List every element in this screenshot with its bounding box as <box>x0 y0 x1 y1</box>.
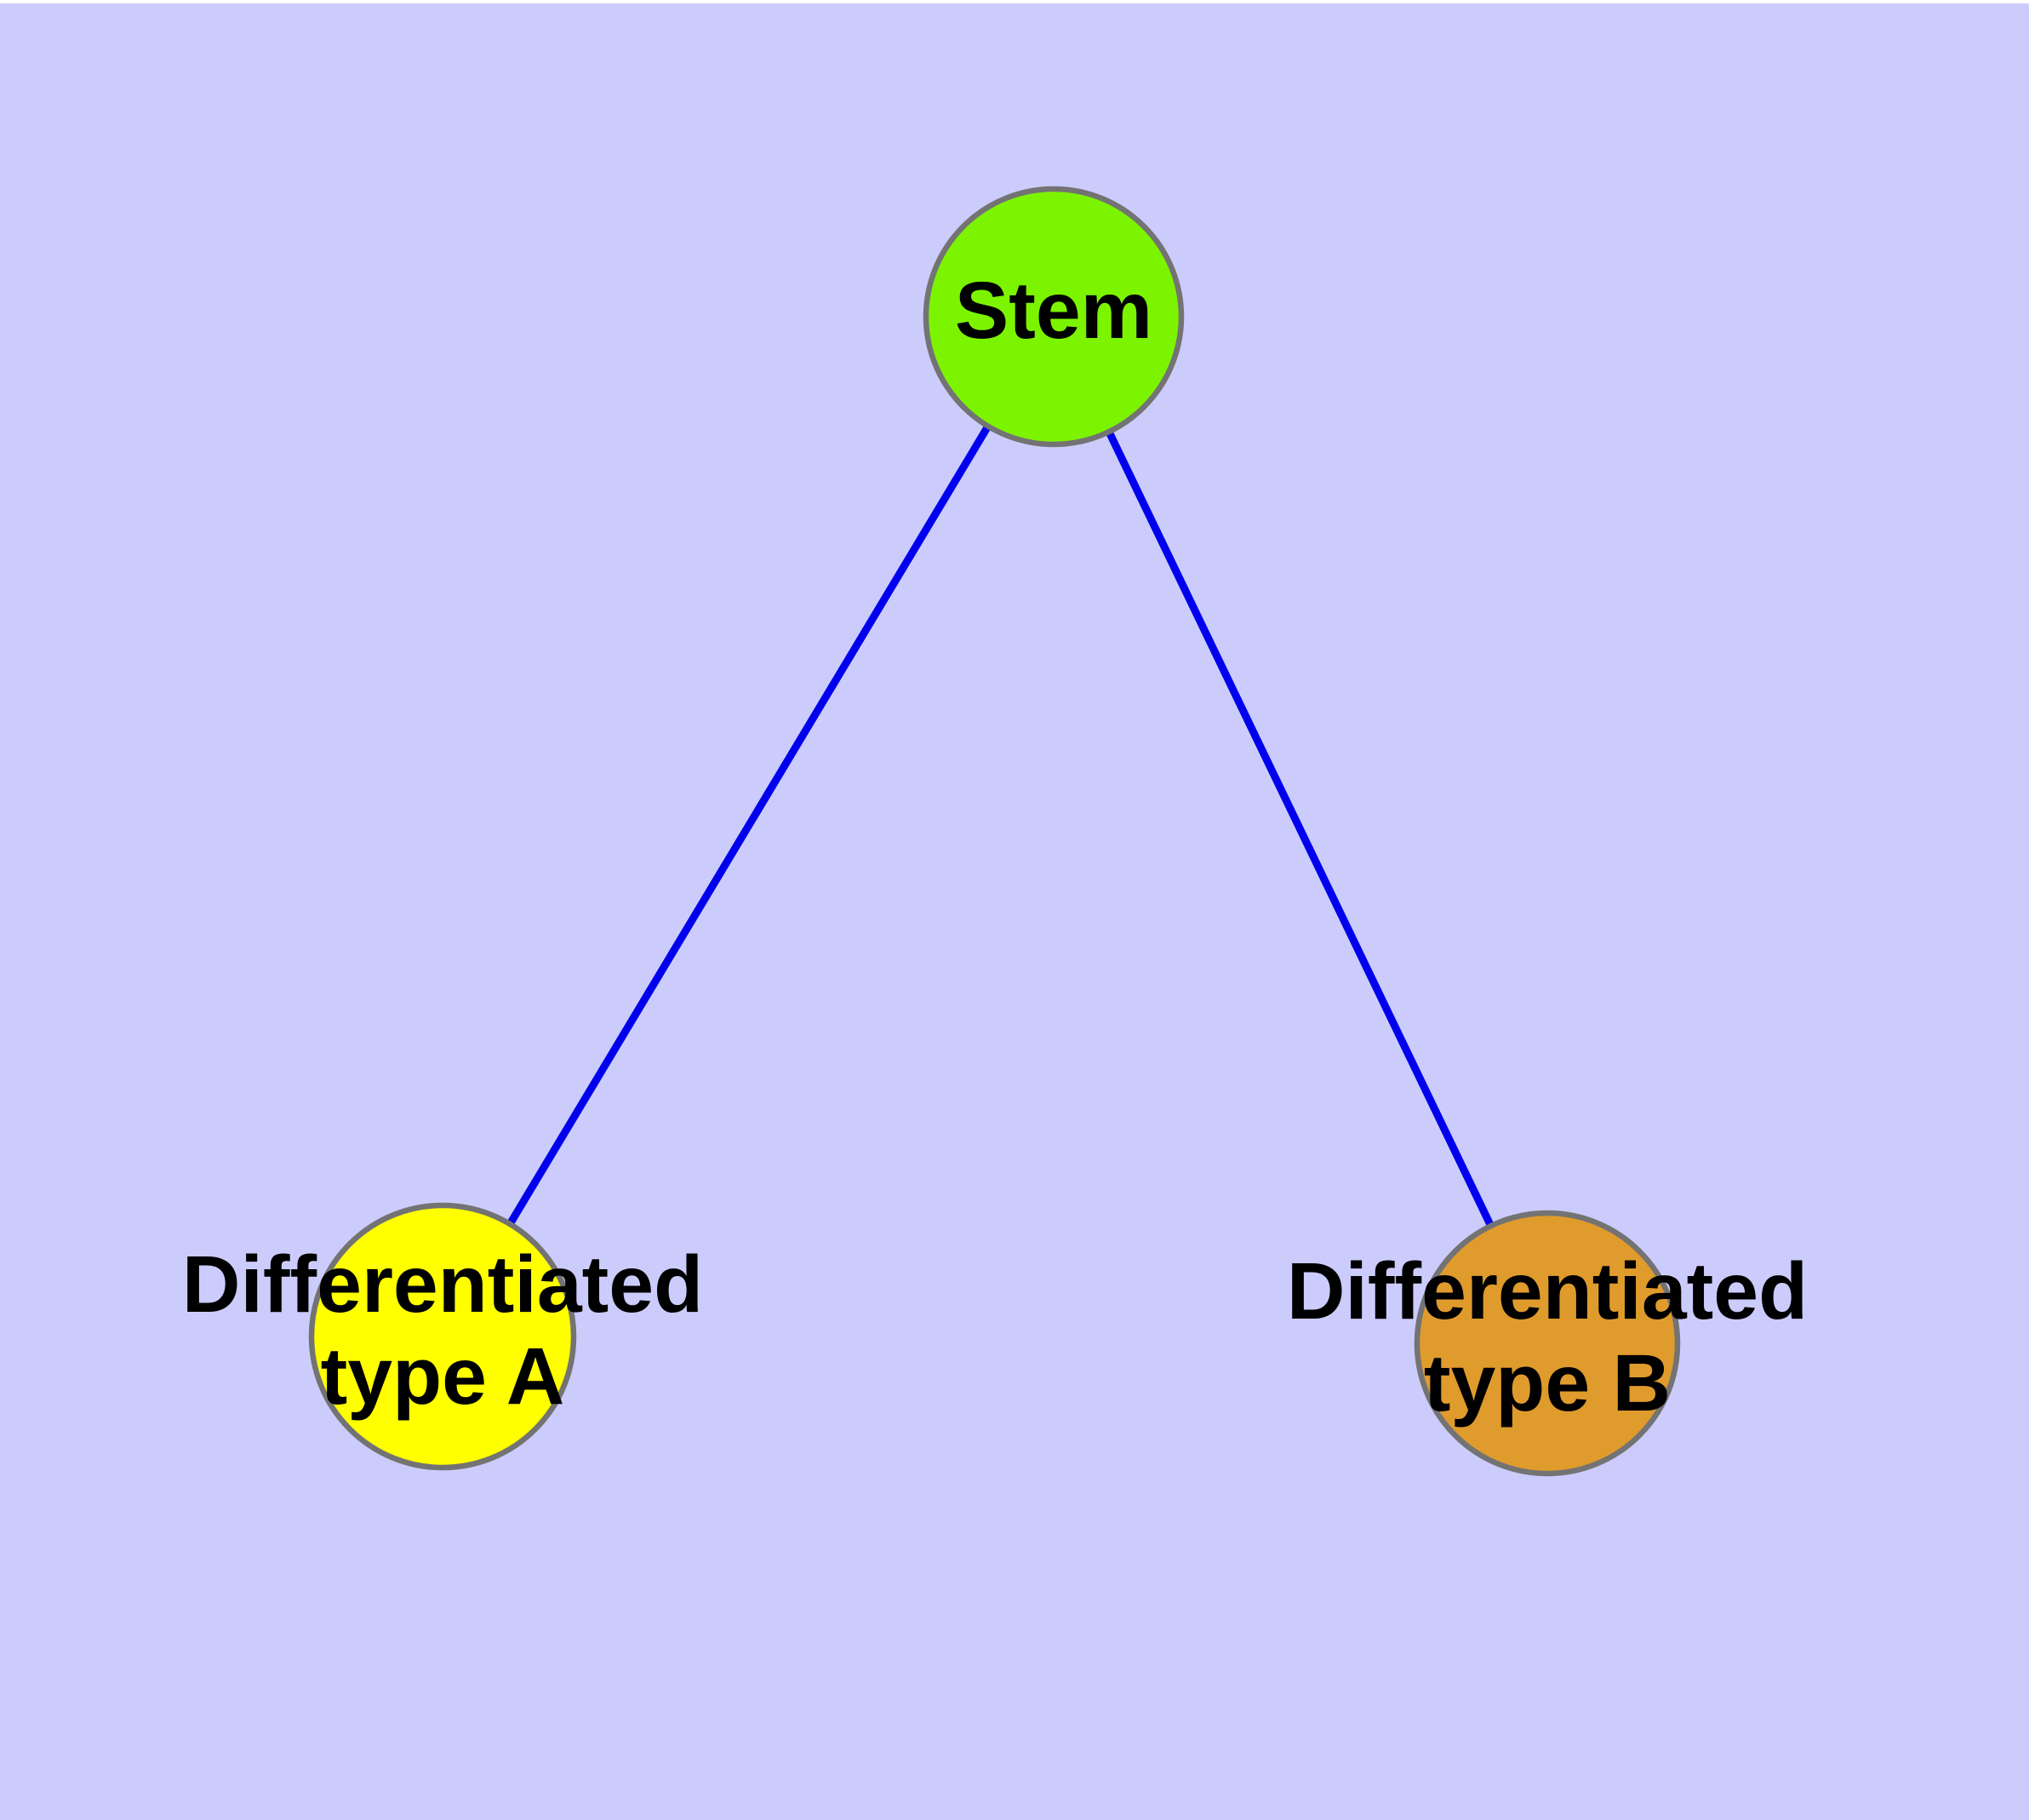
node-differentiated-type-a[interactable] <box>308 1202 577 1471</box>
node-label-line: Differentiated <box>182 1239 703 1330</box>
edge-stem-to-differentiated-type-a[interactable] <box>439 314 1057 1339</box>
node-label-line: Stem <box>955 266 1152 356</box>
node-circle-differentiated-type-a[interactable] <box>308 1202 577 1471</box>
node-label-line: type B <box>1424 1338 1671 1428</box>
node-label-stem: Stem <box>955 266 1152 356</box>
node-circle-differentiated-type-b[interactable] <box>1414 1210 1681 1477</box>
node-differentiated-type-b[interactable] <box>1414 1210 1681 1477</box>
node-label-line: Differentiated <box>1287 1246 1808 1336</box>
node-label-line: type A <box>321 1331 565 1422</box>
node-stem[interactable] <box>923 186 1185 448</box>
node-circle-stem[interactable] <box>923 186 1185 448</box>
edge-layer <box>439 314 1552 1345</box>
node-layer <box>308 186 1681 1477</box>
edge-stem-to-differentiated-type-b[interactable] <box>1049 315 1552 1345</box>
